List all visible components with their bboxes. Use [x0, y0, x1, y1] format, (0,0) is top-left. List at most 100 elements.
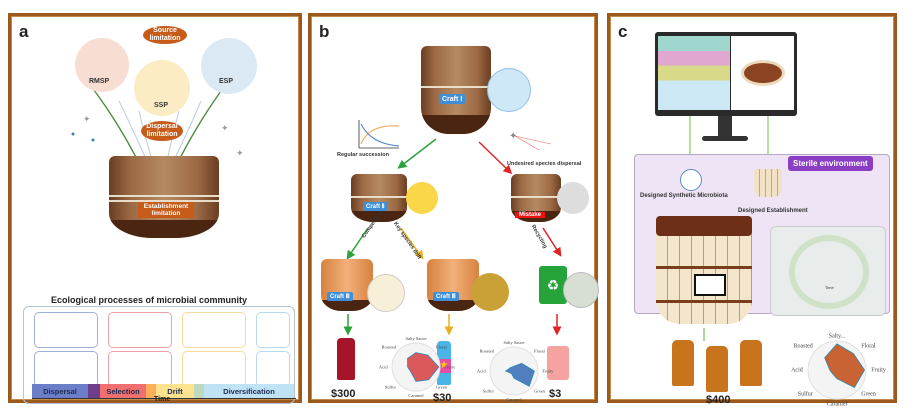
bottle-premium-icon	[337, 338, 355, 380]
barrel-craft-1	[421, 46, 491, 134]
timeline-drift: Drift	[156, 384, 194, 398]
craft-3a-label: Craft Ⅲ	[327, 292, 353, 301]
process-box-diversification-2	[256, 351, 290, 387]
radar-axis-label: Acid	[477, 369, 486, 374]
panel-c: c Sterile environment Designed Synthetic…	[607, 13, 897, 408]
timeline-transition-1	[88, 384, 100, 398]
svg-text:✦: ✦	[236, 148, 244, 158]
recycle-bin-icon: ♻	[539, 266, 567, 304]
bottle-standard-icon: ★	[437, 341, 451, 385]
svg-text:✦: ✦	[83, 114, 91, 124]
panel-letter-b: b	[319, 22, 330, 41]
radar-axis-label: Sulfur	[385, 385, 397, 390]
community-circle-mistake	[557, 182, 589, 214]
undesired-dispersal-label: Undesired species dispersal	[507, 161, 582, 167]
monitor-screen-right	[731, 36, 794, 110]
price-designed: $400	[706, 394, 731, 406]
radar-axis-label: Acid	[791, 368, 803, 374]
radar-axis-label: Sulfur	[483, 389, 495, 394]
barrel-illustration	[109, 156, 219, 238]
radar-axis-label: Caramel	[408, 393, 424, 398]
radar-series-polygon	[407, 352, 440, 382]
radar-series-polygon	[504, 362, 535, 387]
radar-axis-label: Salty Sauce	[503, 340, 524, 345]
barrel-craft-2	[351, 174, 407, 222]
process-box-selection-2	[108, 351, 172, 387]
time-axis-label: Time	[154, 396, 171, 403]
radar-axis-label: Green	[534, 389, 546, 394]
pool-ssp	[134, 60, 190, 116]
radar-axis-label: Floral	[861, 343, 876, 349]
source-limitation-badge: Source limitation	[143, 26, 187, 44]
svg-text:✦: ✦	[221, 123, 229, 133]
succession-mini-chart	[358, 120, 400, 149]
community-circle-recycled	[563, 272, 599, 308]
cycle-ring	[789, 235, 869, 309]
establishment-limitation-badge: Establishment limitation	[138, 202, 194, 218]
radar-axis-label: Floral	[436, 344, 447, 349]
community-circle-craft-2	[406, 182, 438, 214]
community-circle-craft-3a	[367, 274, 405, 312]
designed-establishment-label: Designed Establishment	[738, 208, 808, 214]
synthetic-microbiota-icon	[680, 169, 702, 191]
pool-rmsp	[75, 38, 129, 92]
barrel-craft-3b	[427, 259, 479, 311]
timeline-bar: Dispersal Selection Drift Diversificatio…	[32, 384, 294, 398]
price-craft-3b: $30	[433, 392, 452, 404]
community-circle-craft-3b	[471, 273, 509, 311]
monitor-stand	[718, 116, 732, 138]
radar-axis-label: Green	[861, 392, 876, 398]
svg-text:✦: ✦	[509, 131, 517, 142]
radar-axis-label: Roasted	[479, 348, 494, 353]
timeline-dispersal: Dispersal	[32, 384, 88, 398]
timeline-selection: Selection	[100, 384, 146, 398]
ecological-processes-box: Dispersal Selection Drift Diversificatio…	[23, 306, 296, 404]
timeline-transition-2	[146, 384, 156, 398]
craft-2-label: Craft Ⅱ	[363, 202, 388, 211]
panel-b: b ✦ Craft Ⅰ Regular succession Undesir	[308, 13, 599, 404]
panel-letter-c: c	[618, 22, 628, 41]
time-arrow	[32, 398, 296, 399]
community-assembly-cycle-panel: Time	[770, 226, 886, 316]
monitor-base	[702, 136, 748, 141]
radar-chart-craft-3a: Salty SauceFloralFruityGreenCaramelSulfu…	[379, 336, 456, 398]
radar-axis-label: Roasted	[381, 344, 396, 349]
barrel-craft-3a	[321, 259, 373, 311]
bottle-icon-2	[706, 346, 728, 392]
designed-barrel-icon	[754, 169, 782, 197]
radar-axis-label: Caramel	[827, 402, 848, 408]
craft-1-label: Craft Ⅰ	[439, 94, 466, 104]
timeline-transition-3	[194, 384, 204, 398]
community-circle-craft-1	[487, 68, 531, 112]
radar-axis-label: Fruity	[542, 369, 554, 374]
radar-axis-label: Fruity	[444, 365, 456, 370]
panel-letter-a: a	[19, 22, 29, 41]
process-box-selection-1	[108, 312, 172, 348]
regular-succession-label: Regular succession	[337, 152, 389, 158]
cycle-time-label: Time	[825, 285, 834, 290]
timeline-diversification: Diversification	[204, 384, 294, 398]
ecological-processes-title: Ecological processes of microbial commun…	[51, 295, 248, 305]
radar-axis-label: Sulfur	[798, 391, 813, 398]
radar-axis-label: Fruity	[871, 368, 886, 374]
spray-bottle-icon	[547, 346, 569, 380]
dispersal-limitation-badge: Dispersal limitation	[141, 121, 183, 141]
process-box-drift-1	[182, 312, 246, 348]
monitor-screen-left	[658, 36, 730, 110]
process-box-diversification-1	[256, 312, 290, 348]
radar-axis-label: Acid	[379, 365, 388, 370]
pool-esp-label: ESP	[219, 78, 234, 85]
process-box-drift-2	[182, 351, 246, 387]
process-box-dispersal-1	[34, 312, 98, 348]
designed-microbiota-label: Designed Synthetic Microbiota	[640, 193, 728, 199]
pool-esp	[201, 38, 257, 94]
price-mistake: $3	[549, 388, 562, 400]
radar-series-polygon	[824, 343, 866, 388]
panel-a: a ✦ ✦ ✦ RMSP SSP ESP Source limitation D…	[8, 13, 302, 404]
radar-axis-label: Green	[436, 385, 448, 390]
large-barrel	[656, 216, 752, 324]
radar-axis-label: Salty...	[829, 333, 846, 339]
mistake-label: Mistake	[515, 212, 546, 218]
craft-3b-label: Craft Ⅲ	[433, 292, 459, 301]
